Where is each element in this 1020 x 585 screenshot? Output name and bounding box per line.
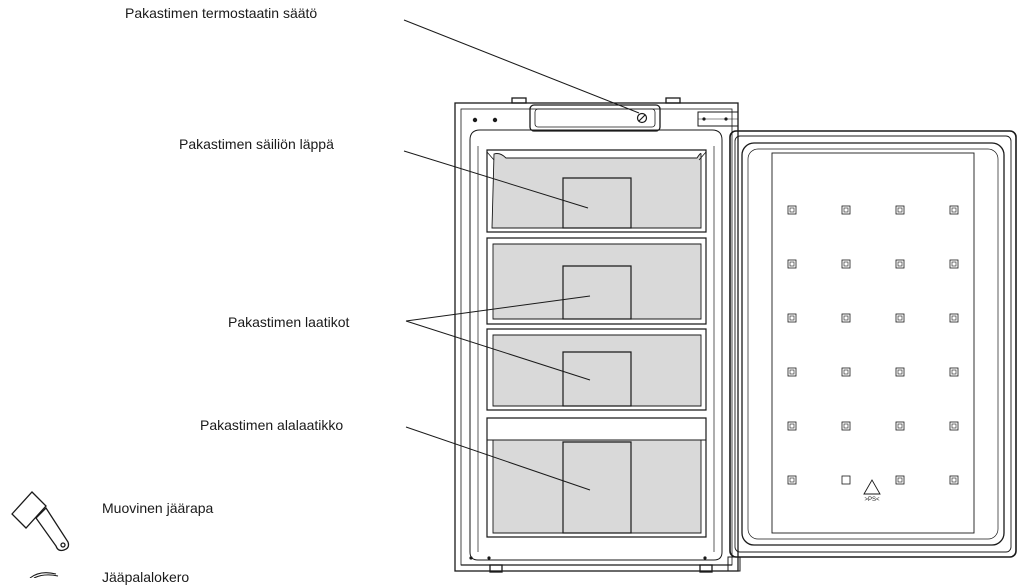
freezer-door bbox=[727, 130, 1017, 572]
freezer-drawer-3 bbox=[486, 328, 707, 411]
door-dimple-inner bbox=[789, 207, 795, 213]
door-dimple bbox=[949, 421, 959, 431]
thermostat-panel bbox=[529, 104, 661, 132]
label-scraper: Muovinen jäärapa bbox=[102, 500, 214, 516]
door-dimple-inner bbox=[789, 369, 795, 375]
door-dimple bbox=[787, 421, 797, 431]
door-dimple-inner bbox=[789, 261, 795, 267]
door-dimple-inner bbox=[951, 477, 957, 483]
label-ice-tray: Jääpalalokero bbox=[102, 569, 190, 585]
door-dimple bbox=[949, 313, 959, 323]
cabinet-screws bbox=[469, 117, 728, 560]
door-dimple-inner bbox=[789, 423, 795, 429]
door-dimple bbox=[895, 313, 905, 323]
door-dimple-inner bbox=[843, 315, 849, 321]
door-dimple bbox=[949, 205, 959, 215]
door-dimple bbox=[841, 421, 851, 431]
door-dimple-inner bbox=[897, 261, 903, 267]
door-dimple-inner bbox=[789, 477, 795, 483]
door-dimple-inner bbox=[951, 207, 957, 213]
door-dimple bbox=[949, 367, 959, 377]
door-dimple bbox=[841, 367, 851, 377]
label-thermostat: Pakastimen termostaatin säätö bbox=[125, 5, 318, 21]
door-dimple bbox=[787, 205, 797, 215]
door-dimple bbox=[841, 205, 851, 215]
door-dimple-inner bbox=[843, 423, 849, 429]
door-dimple-inner bbox=[789, 315, 795, 321]
door-dimple bbox=[949, 259, 959, 269]
leader-lines bbox=[403, 19, 640, 491]
door-dimple bbox=[895, 205, 905, 215]
ice-tray-icon bbox=[29, 572, 59, 578]
door-dimple bbox=[841, 259, 851, 269]
scraper-icon bbox=[11, 491, 70, 552]
door-dimple-inner bbox=[843, 369, 849, 375]
door-dimple-inner bbox=[951, 423, 957, 429]
label-bottom-drawer: Pakastimen alalaatikko bbox=[200, 417, 344, 433]
door-dimple bbox=[895, 475, 905, 485]
door-dimple bbox=[841, 475, 851, 485]
door-dimple-inner bbox=[951, 261, 957, 267]
door-dimple-grid bbox=[787, 205, 959, 485]
freezer-drawer-1 bbox=[486, 149, 707, 233]
door-dimple bbox=[895, 421, 905, 431]
door-dimple-inner bbox=[951, 369, 957, 375]
label-container-flap: Pakastimen säiliön läppä bbox=[179, 136, 334, 152]
recycle-mark: >PS< bbox=[863, 479, 881, 503]
door-dimple bbox=[895, 367, 905, 377]
door-dimple-inner bbox=[897, 369, 903, 375]
door-dimple-inner bbox=[843, 261, 849, 267]
door-dimple-inner bbox=[951, 315, 957, 321]
recycle-code: >PS< bbox=[864, 497, 880, 503]
door-dimple bbox=[895, 259, 905, 269]
door-dimple-inner bbox=[897, 315, 903, 321]
door-dimple-inner bbox=[897, 423, 903, 429]
door-dimple bbox=[841, 313, 851, 323]
door-dimple-inner bbox=[897, 207, 903, 213]
door-dimple-inner bbox=[897, 477, 903, 483]
thermostat-knob bbox=[636, 112, 648, 124]
door-dimple bbox=[787, 313, 797, 323]
door-dimple bbox=[787, 367, 797, 377]
door-dimple bbox=[787, 475, 797, 485]
freezer-drawer-2 bbox=[486, 237, 707, 325]
freezer-bottom-drawer bbox=[486, 417, 707, 538]
label-drawers: Pakastimen laatikot bbox=[228, 314, 350, 330]
door-dimple-inner bbox=[843, 207, 849, 213]
door-dimple bbox=[949, 475, 959, 485]
door-dimple bbox=[787, 259, 797, 269]
